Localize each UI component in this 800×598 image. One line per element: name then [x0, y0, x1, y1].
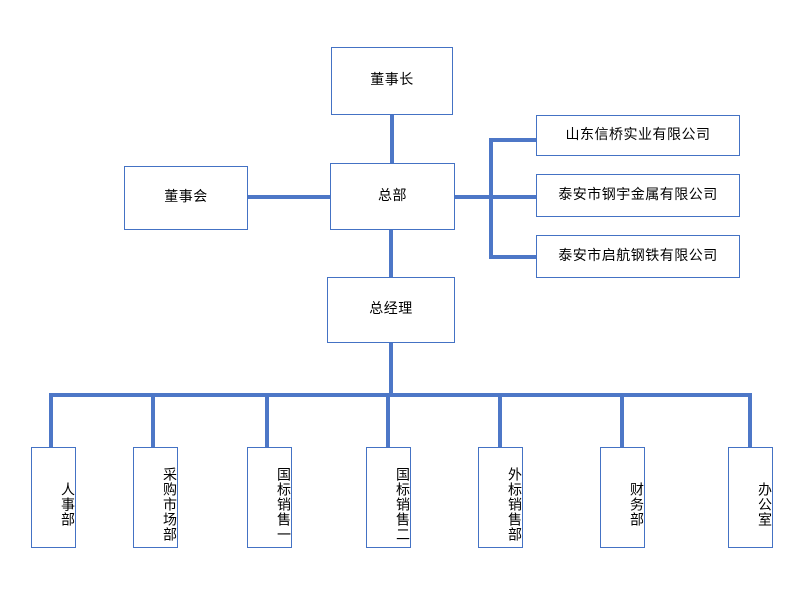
- node-department-0-label: 人事部: [59, 482, 75, 527]
- node-department-3-label: 国标销售二: [394, 467, 410, 542]
- node-department-4[interactable]: 外标销售部: [478, 447, 523, 548]
- node-board-of-directors-label: 董事会: [164, 189, 208, 206]
- node-department-0[interactable]: 人事部: [31, 447, 76, 548]
- connector-headquarters-to-general-manager: [389, 229, 393, 278]
- node-headquarters-label: 总部: [378, 187, 407, 204]
- node-chairman-label: 董事长: [370, 72, 414, 89]
- node-chairman[interactable]: 董事长: [331, 47, 453, 115]
- node-department-4-label: 外标销售部: [506, 467, 522, 542]
- node-subsidiary-2[interactable]: 泰安市启航钢铁有限公司: [536, 235, 740, 278]
- node-general-manager-label: 总经理: [369, 301, 413, 318]
- connector-trunk-to-subsidiary-1: [489, 195, 537, 199]
- connector-headquarters-right-stub: [454, 195, 493, 199]
- node-subsidiary-1-label: 泰安市钢宇金属有限公司: [558, 186, 718, 203]
- node-headquarters[interactable]: 总部: [330, 163, 455, 230]
- connector-trunk-to-subsidiary-2: [489, 255, 537, 259]
- node-department-2[interactable]: 国标销售一: [247, 447, 292, 548]
- connector-trunk-to-subsidiary-0: [489, 138, 537, 142]
- connector-department-bus: [49, 393, 752, 397]
- connector-bus-to-department-4: [498, 393, 502, 448]
- node-department-6[interactable]: 办公室: [728, 447, 773, 548]
- node-department-5[interactable]: 财务部: [600, 447, 645, 548]
- connector-bus-to-department-6: [748, 393, 752, 448]
- connector-general-manager-drop: [389, 342, 393, 397]
- connector-board-to-headquarters: [247, 195, 331, 199]
- node-subsidiary-2-label: 泰安市启航钢铁有限公司: [558, 247, 718, 264]
- node-department-1[interactable]: 采购市场部: [133, 447, 178, 548]
- connector-bus-to-department-5: [620, 393, 624, 448]
- connector-bus-to-department-2: [265, 393, 269, 448]
- node-subsidiary-0-label: 山东信桥实业有限公司: [565, 126, 711, 143]
- node-department-6-label: 办公室: [756, 482, 772, 527]
- node-department-1-label: 采购市场部: [161, 467, 177, 542]
- node-board-of-directors[interactable]: 董事会: [124, 166, 248, 230]
- node-general-manager[interactable]: 总经理: [327, 277, 455, 343]
- connector-bus-to-department-0: [49, 393, 53, 448]
- connector-bus-to-department-3: [386, 393, 390, 448]
- node-subsidiary-0[interactable]: 山东信桥实业有限公司: [536, 115, 740, 156]
- node-subsidiary-1[interactable]: 泰安市钢宇金属有限公司: [536, 174, 740, 217]
- connector-bus-to-department-1: [151, 393, 155, 448]
- node-department-2-label: 国标销售一: [275, 467, 291, 542]
- connector-chairman-to-headquarters: [390, 115, 394, 164]
- node-department-5-label: 财务部: [628, 482, 644, 527]
- node-department-3[interactable]: 国标销售二: [366, 447, 411, 548]
